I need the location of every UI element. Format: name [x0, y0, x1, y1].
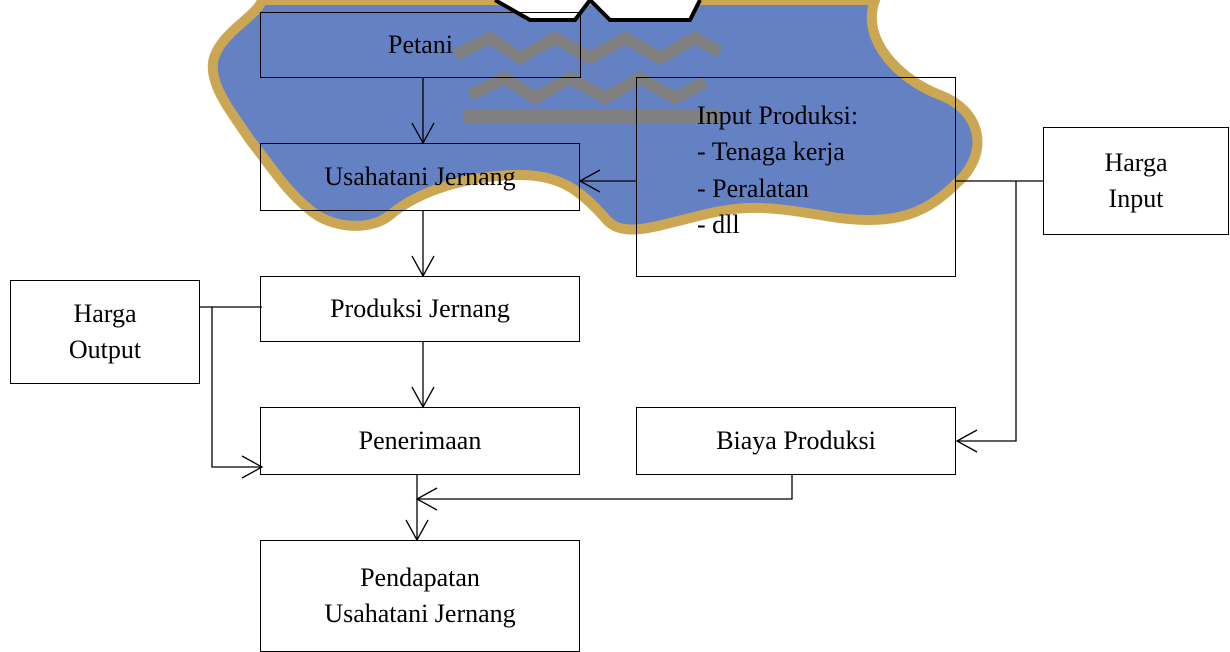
connector-hargainput-biaya [957, 181, 1017, 442]
node-input-produksi-item: - dll [697, 210, 740, 240]
arrowhead-icon [415, 487, 438, 511]
watermark-wave-icon [467, 71, 708, 106]
watermark-bar [463, 110, 721, 123]
node-produksi-label: Produksi Jernang [330, 293, 510, 323]
arrowhead-icon [955, 429, 978, 453]
arrowhead-icon [578, 169, 601, 193]
arrowhead-icon [241, 455, 264, 479]
node-petani: Petani [260, 12, 581, 78]
node-harga-output-line1: Harga [73, 298, 137, 328]
node-harga-input-line1: Harga [1104, 147, 1168, 177]
node-produksi-jernang: Produksi Jernang [260, 276, 580, 342]
node-usahatani-label: Usahatani Jernang [324, 161, 516, 191]
node-harga-output: Harga Output [10, 280, 200, 384]
node-input-produksi-title: Input Produksi: [697, 101, 859, 130]
node-input-produksi: Input Produksi: - Tenaga kerja - Peralat… [636, 77, 956, 277]
node-harga-output-line2: Output [68, 335, 142, 364]
node-harga-input-line2: Input [1108, 184, 1164, 213]
university-watermark [207, 0, 983, 235]
node-biaya-produksi: Biaya Produksi [636, 407, 956, 475]
node-pendapatan-line2: Usahatani Jernang [324, 599, 516, 628]
node-pendapatan: Pendapatan Usahatani Jernang [260, 540, 580, 652]
node-input-produksi-item: - Tenaga kerja [697, 137, 845, 167]
connector-hargaoutput-penerimaan [211, 307, 262, 468]
node-penerimaan: Penerimaan [260, 407, 580, 475]
node-input-produksi-item: - Peralatan [697, 173, 809, 203]
node-usahatani-jernang: Usahatani Jernang [260, 143, 580, 211]
node-pendapatan-line1: Pendapatan [360, 562, 480, 592]
node-petani-label: Petani [388, 29, 453, 59]
node-harga-input: Harga Input [1043, 127, 1229, 235]
connector-biaya-pendapatan [417, 475, 793, 500]
watermark-book-icon [494, 0, 702, 22]
watermark-wave-icon [452, 31, 723, 66]
node-penerimaan-label: Penerimaan [358, 425, 482, 455]
node-biaya-label: Biaya Produksi [716, 425, 876, 455]
